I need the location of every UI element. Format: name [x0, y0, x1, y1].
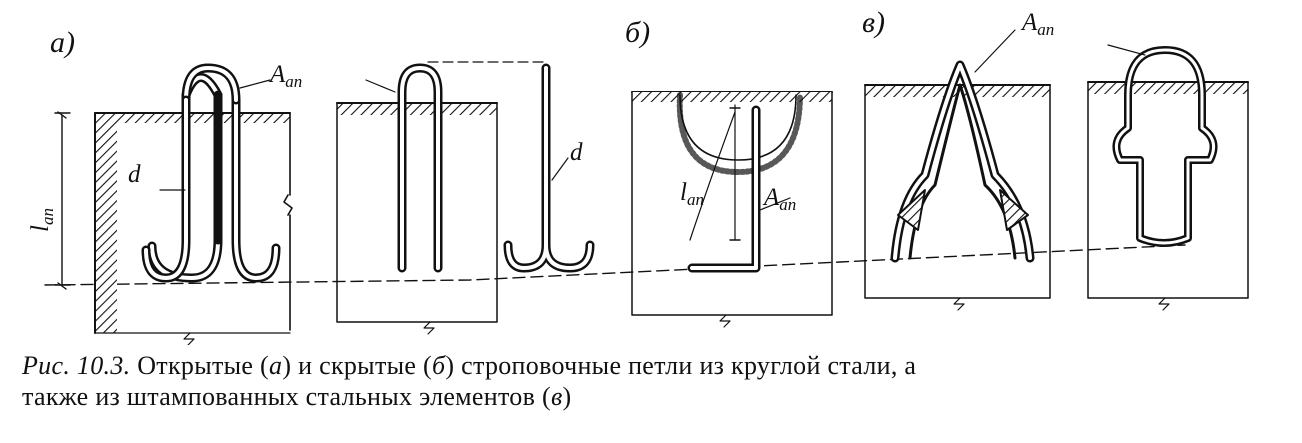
caption-line-2: также из штампованных стальных элементов…	[22, 381, 1292, 412]
stamped-loop-v1	[890, 60, 1035, 263]
anchor-label-a1: Aan	[268, 61, 302, 91]
caption-ref-a: а	[269, 351, 283, 380]
labels: а) б) в) Aan Aan Aan d d lan lan	[27, 6, 1054, 232]
block-b	[631, 91, 833, 328]
length-label-b: lan	[680, 179, 704, 209]
caption-ref-b: б	[431, 351, 446, 380]
block-v1	[864, 29, 1051, 311]
caption-line-1: Рис. 10.3. Открытые (а) и скрытые (б) ст…	[22, 350, 1292, 381]
loop-b	[687, 105, 761, 273]
anchor-label-v: Aan	[1020, 9, 1054, 39]
loop-a2	[397, 63, 443, 273]
block-a2	[336, 61, 595, 335]
block-a1	[54, 63, 293, 345]
caption-ref-v: в	[550, 382, 563, 411]
loop-a1	[141, 63, 281, 283]
loop-diagram: а) б) в) Aan Aan Aan d d lan lan	[27, 6, 1249, 345]
caption-text: )	[562, 382, 572, 411]
block-v2	[1087, 44, 1249, 311]
hook-bar	[503, 63, 595, 273]
caption-text: ) и скрытые (	[282, 351, 432, 380]
panel-label-v: в)	[862, 6, 885, 39]
diameter-label-a1: d	[128, 161, 141, 188]
diameter-label-a2: d	[570, 139, 583, 166]
panel-label-a: а)	[50, 26, 75, 59]
panel-label-b: б)	[625, 16, 650, 49]
caption-text: также из штампованных стальных элементов…	[22, 382, 551, 411]
caption-prefix: Рис. 10.3.	[22, 351, 131, 380]
caption-text: Открытые (	[137, 351, 270, 380]
stamped-loop-v2	[1112, 46, 1218, 247]
anchor-label-b: Aan	[762, 184, 796, 214]
length-label-left: lan	[27, 208, 57, 232]
caption-text: ) строповочные петли из круглой стали, а	[445, 351, 917, 380]
figure-caption: Рис. 10.3. Открытые (а) и скрытые (б) ст…	[22, 350, 1292, 412]
